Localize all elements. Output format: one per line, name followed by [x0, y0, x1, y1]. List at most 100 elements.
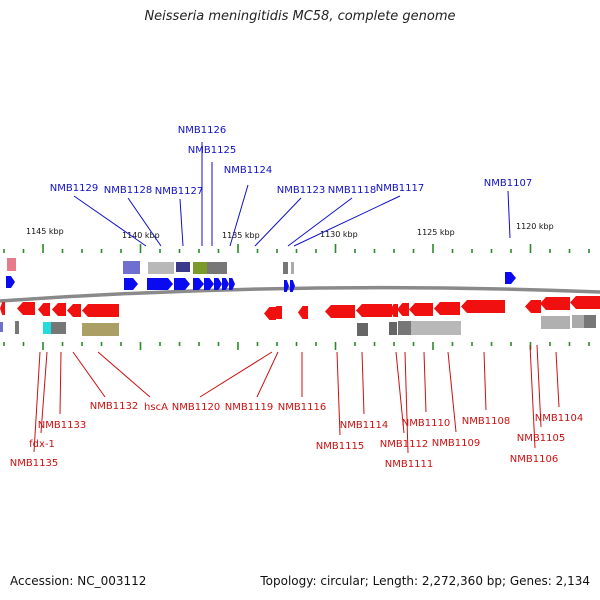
gene-label: NMB1118 [328, 185, 376, 196]
forward-gene-arrow [229, 278, 235, 290]
label-leader-line [40, 351, 48, 434]
gene-label: NMB1105 [517, 433, 565, 444]
feature-block [398, 321, 411, 335]
feature-block [193, 262, 207, 274]
accession-text: Accession: NC_003112 [10, 574, 147, 588]
reverse-gene-arrow [390, 304, 398, 317]
label-leader-line [72, 351, 106, 398]
gene-label: NMB1109 [432, 438, 480, 449]
forward-gene-arrow [214, 278, 222, 290]
reverse-strand-genes [0, 296, 600, 320]
label-leader-line [127, 197, 162, 247]
feature-block [15, 321, 19, 334]
label-leader-line [229, 184, 249, 247]
label-leader-line [73, 195, 147, 247]
reverse-gene-arrow [52, 303, 66, 316]
reverse-gene-arrow [540, 297, 570, 310]
gene-label: NMB1127 [155, 186, 203, 197]
gene-label: NMB1117 [376, 183, 424, 194]
gene-label: NMB1124 [224, 165, 272, 176]
forward-gene-arrow [222, 278, 229, 290]
reverse-gene-arrow [325, 305, 355, 318]
feature-block [584, 315, 596, 328]
label-leader-line [293, 195, 401, 247]
gene-label: fdx-1 [29, 439, 55, 450]
forward-gene-arrow [147, 278, 173, 290]
feature-block [176, 262, 190, 272]
genome-backbone [0, 285, 600, 303]
label-leader-line [33, 351, 41, 453]
forward-gene-arrow [505, 272, 516, 284]
reverse-gene-arrow [525, 300, 541, 313]
feature-block [43, 322, 51, 334]
label-leader-line [404, 351, 409, 454]
gene-label: NMB1111 [385, 459, 433, 470]
gene-label: NMB1128 [104, 185, 152, 196]
label-leader-line [336, 351, 341, 436]
feature-block [148, 262, 174, 274]
reverse-gene-arrow [67, 304, 81, 317]
feature-block [7, 258, 16, 271]
feature-block [51, 322, 66, 334]
gene-label: NMB1112 [380, 439, 428, 450]
label-leader-line [254, 197, 302, 247]
feature-block [572, 315, 584, 328]
gene-label: NMB1125 [188, 145, 236, 156]
forward-strand-genes [6, 272, 516, 292]
label-leader-line [555, 351, 560, 408]
reverse-gene-arrow [570, 296, 600, 309]
label-leader-line [536, 344, 542, 428]
gene-label: hscA [144, 402, 168, 413]
gene-label: NMB1116 [278, 402, 326, 413]
feature-block [541, 316, 570, 329]
label-leader-line [507, 190, 511, 239]
kbp-tick-row-bottom [3, 342, 590, 350]
forward-gene-arrow [284, 280, 289, 292]
label-leader-line [483, 351, 487, 411]
reverse-gene-arrow [0, 302, 5, 315]
kbp-label: 1140 kbp [122, 231, 160, 240]
feature-block [283, 262, 288, 274]
feature-block [82, 323, 119, 336]
gene-label: NMB1104 [535, 413, 583, 424]
feature-block [389, 322, 397, 335]
reverse-gene-arrow [461, 300, 505, 313]
forward-gene-arrow [204, 278, 214, 290]
gene-label: NMB1126 [178, 125, 226, 136]
kbp-label: 1135 kbp [222, 231, 260, 240]
kbp-label: 1130 kbp [320, 230, 358, 239]
label-leader-line [361, 351, 365, 415]
label-leader-line [256, 351, 279, 398]
forward-gene-arrow [124, 278, 138, 290]
gene-label: NMB1106 [510, 454, 558, 465]
reverse-gene-arrow [434, 302, 460, 315]
label-leader-line [97, 351, 151, 398]
feature-block [291, 262, 294, 274]
gene-label: NMB1115 [316, 441, 364, 452]
feature-block [123, 261, 140, 274]
feature-block [207, 262, 227, 274]
feature-block [357, 323, 368, 336]
label-leader-line [179, 198, 184, 247]
gene-label: NMB1119 [225, 402, 273, 413]
gene-label: NMB1120 [172, 402, 220, 413]
reverse-gene-arrow [17, 302, 35, 315]
gene-label: NMB1108 [462, 416, 510, 427]
label-leader-line [199, 351, 273, 398]
reverse-gene-arrow [409, 303, 433, 316]
gene-label: NMB1110 [402, 418, 450, 429]
gene-label: NMB1129 [50, 183, 98, 194]
gene-label: NMB1107 [484, 178, 532, 189]
label-leader-line [287, 197, 353, 247]
kbp-tick-row-top [3, 244, 590, 253]
kbp-label: 1120 kbp [516, 222, 554, 231]
genome-summary-text: Topology: circular; Length: 2,272,360 bp… [260, 574, 590, 588]
reverse-gene-arrow [397, 303, 409, 316]
gene-label: NMB1123 [277, 185, 325, 196]
reverse-gene-arrow [298, 306, 308, 319]
label-leader-line [447, 351, 457, 433]
